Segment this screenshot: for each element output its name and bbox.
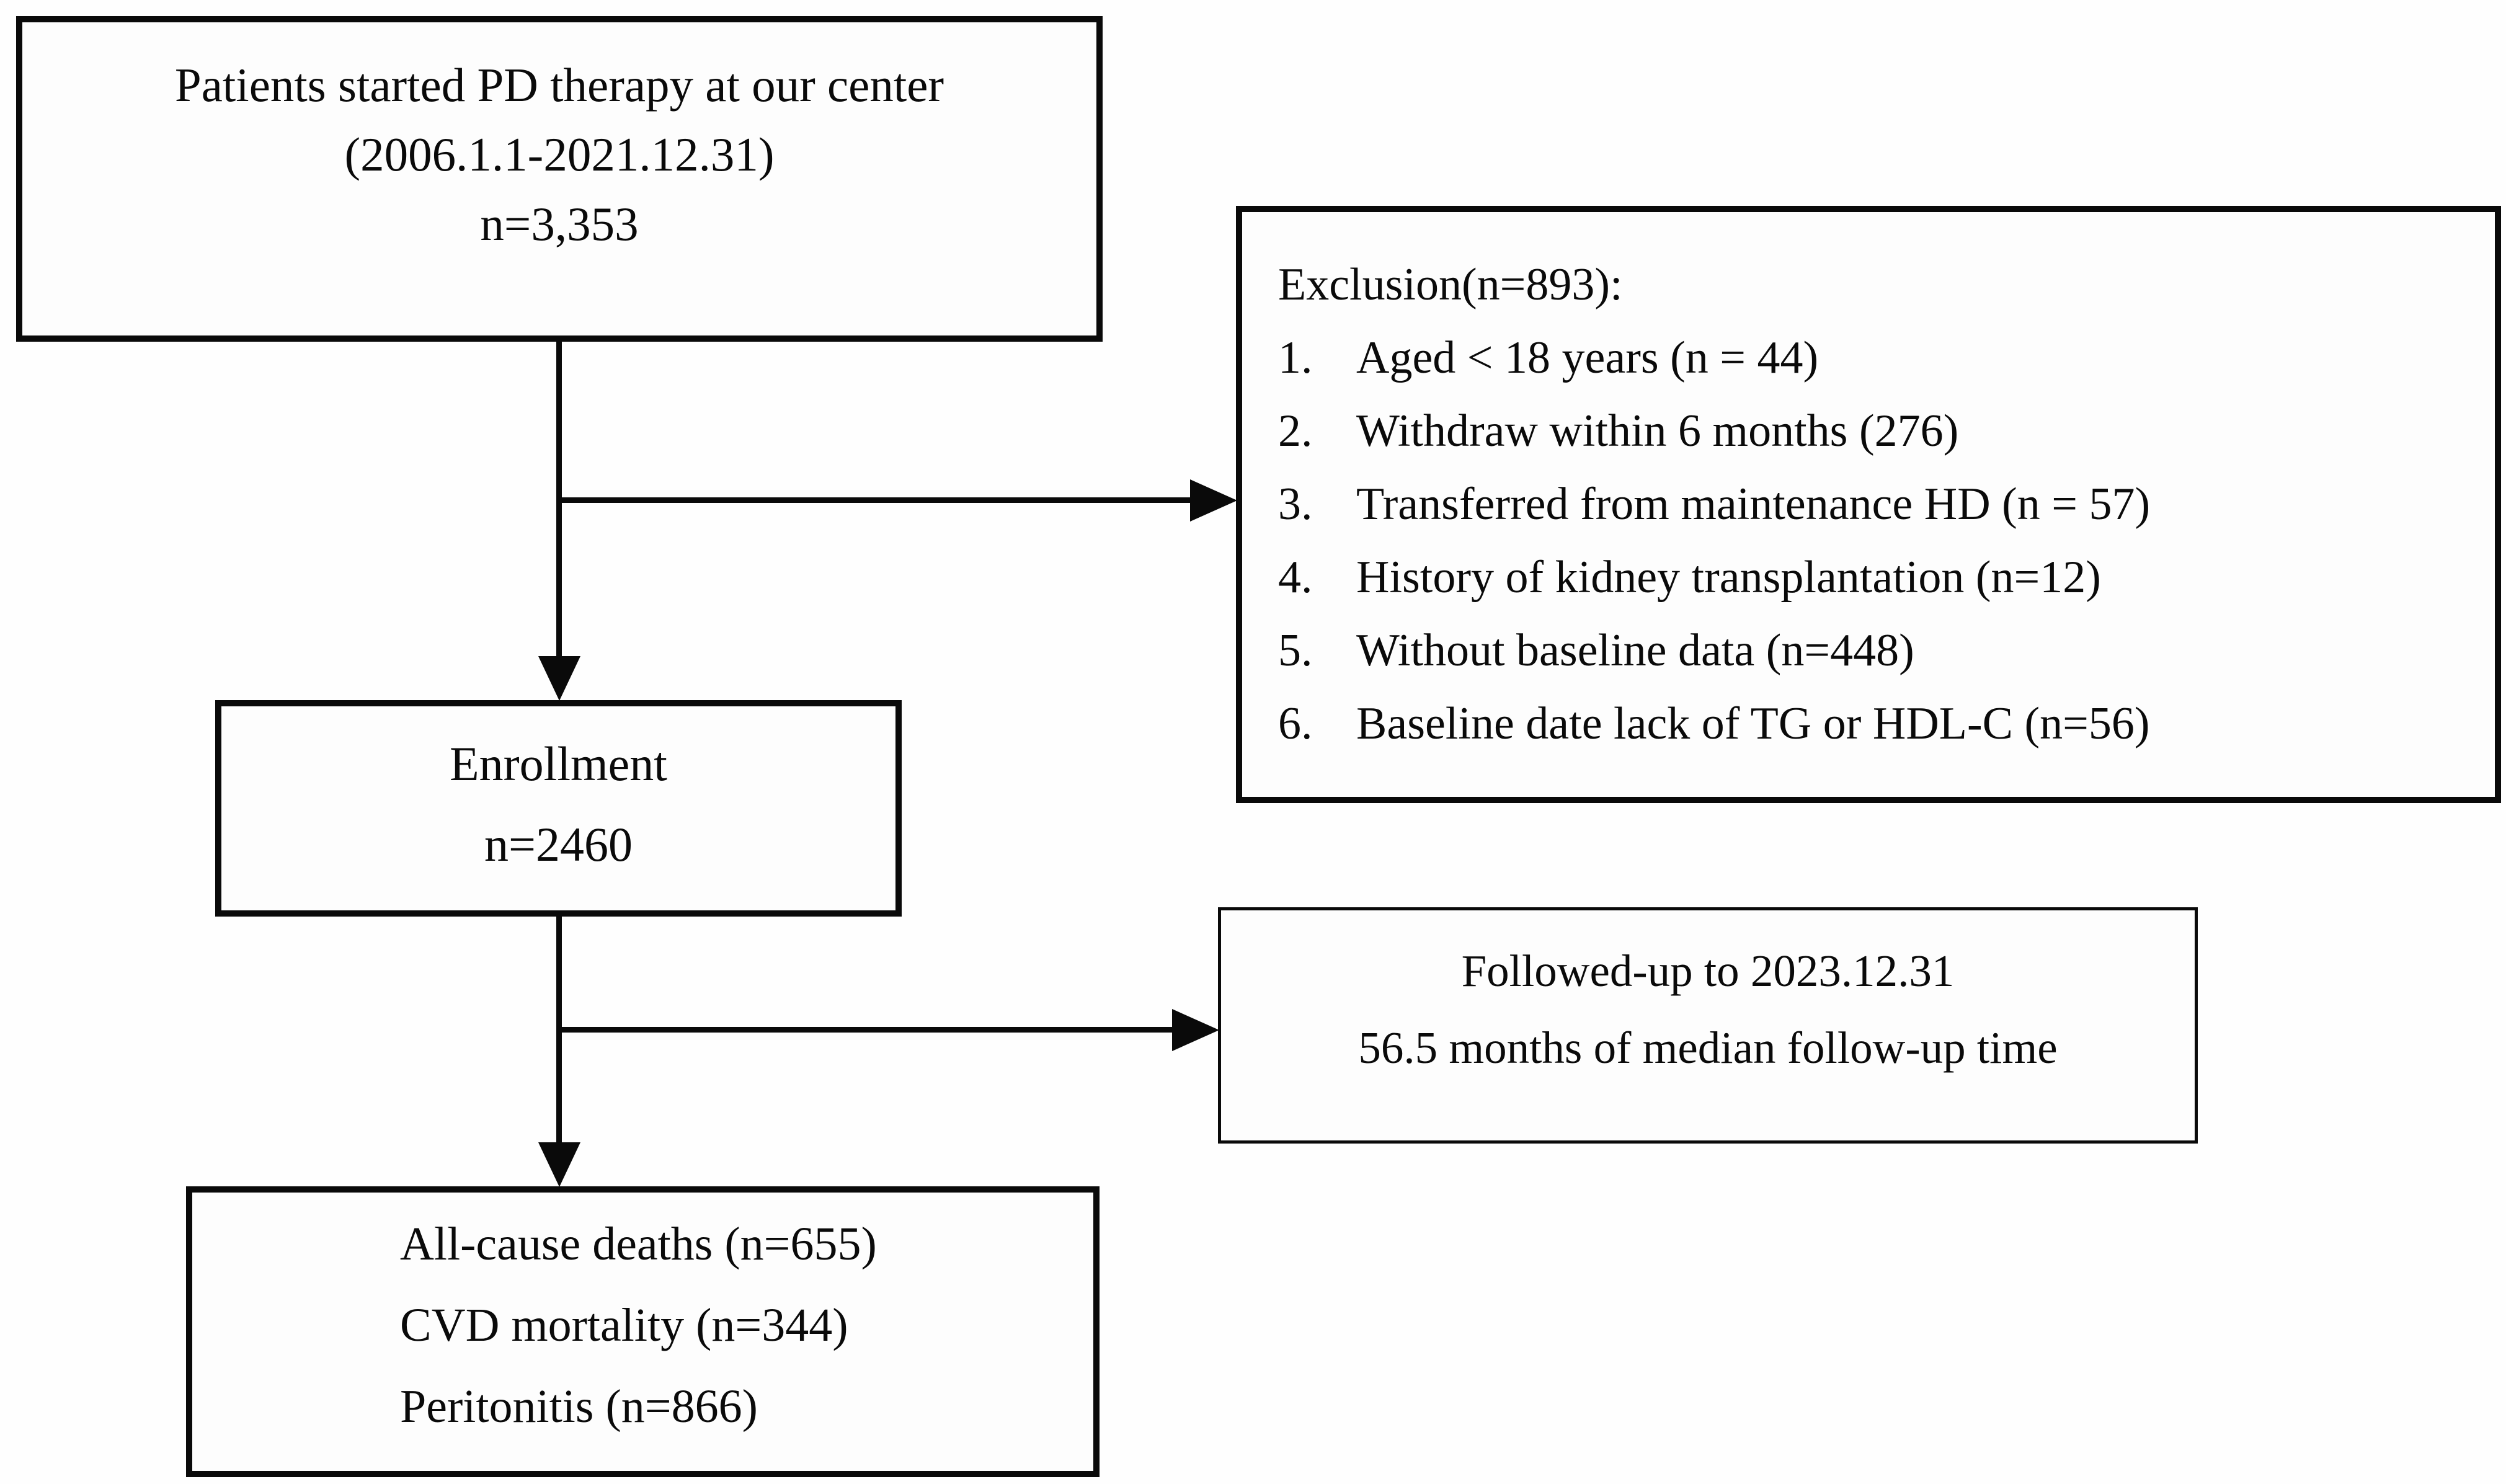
- start-box-line: Patients started PD therapy at our cente…: [174, 58, 944, 112]
- followup-box-line: Followed-up to 2023.12.31: [1461, 945, 1955, 996]
- arrow-down-icon: [538, 1142, 580, 1187]
- arrow-right-icon: [1190, 479, 1237, 522]
- exclusion-item: 3. Transferred from maintenance HD (n = …: [1278, 468, 2476, 541]
- followup-box: Followed-up to 2023.12.31 56.5 months of…: [1218, 907, 2198, 1144]
- start-box-line: n=3,353: [480, 197, 639, 251]
- followup-box-line: 56.5 months of median follow-up time: [1358, 1022, 2058, 1073]
- exclusion-item: 5. Without baseline data (n=448): [1278, 614, 2476, 687]
- flow-line-to-exclusion: [556, 497, 1191, 503]
- exclusion-title: Exclusion(n=893):: [1278, 259, 1623, 310]
- exclusion-item-text: Baseline date lack of TG or HDL-C (n=56): [1356, 698, 2150, 749]
- exclusion-item-number: 5.: [1278, 625, 1313, 676]
- exclusion-item-number: 3.: [1278, 479, 1313, 530]
- arrow-right-icon: [1172, 1009, 1219, 1051]
- arrow-down-icon: [538, 656, 580, 701]
- outcomes-box-line: All-cause deaths (n=655): [400, 1218, 877, 1270]
- flow-line-to-followup: [556, 1027, 1173, 1033]
- exclusion-item-number: 1.: [1278, 332, 1313, 383]
- exclusion-item-text: Aged < 18 years (n = 44): [1356, 332, 1819, 383]
- exclusion-box: Exclusion(n=893): 1. Aged < 18 years (n …: [1236, 206, 2501, 803]
- exclusion-item: 2. Withdraw within 6 months (276): [1278, 394, 2476, 468]
- enrollment-box-line: n=2460: [484, 817, 633, 871]
- exclusion-item-text: Transferred from maintenance HD (n = 57): [1356, 479, 2151, 530]
- start-box-line: (2006.1.1-2021.12.31): [344, 127, 775, 181]
- exclusion-item-number: 2.: [1278, 406, 1313, 456]
- exclusion-item: 1. Aged < 18 years (n = 44): [1278, 321, 2476, 394]
- enrollment-box-line: Enrollment: [450, 736, 667, 791]
- enrollment-box: Enrollment n=2460: [215, 700, 902, 917]
- exclusion-item-number: 4.: [1278, 552, 1313, 603]
- exclusion-item-text: Without baseline data (n=448): [1356, 625, 1914, 676]
- start-population-box: Patients started PD therapy at our cente…: [16, 16, 1103, 342]
- outcomes-box: All-cause deaths (n=655) CVD mortality (…: [186, 1186, 1100, 1477]
- outcomes-box-line: CVD mortality (n=344): [400, 1299, 848, 1351]
- exclusion-item: 4. History of kidney transplantation (n=…: [1278, 541, 2476, 614]
- exclusion-item: 6. Baseline date lack of TG or HDL-C (n=…: [1278, 687, 2476, 760]
- outcomes-box-line: Peritonitis (n=866): [400, 1380, 758, 1433]
- exclusion-item-number: 6.: [1278, 698, 1313, 749]
- exclusion-item-text: Withdraw within 6 months (276): [1356, 406, 1959, 456]
- exclusion-item-text: History of kidney transplantation (n=12): [1356, 552, 2101, 603]
